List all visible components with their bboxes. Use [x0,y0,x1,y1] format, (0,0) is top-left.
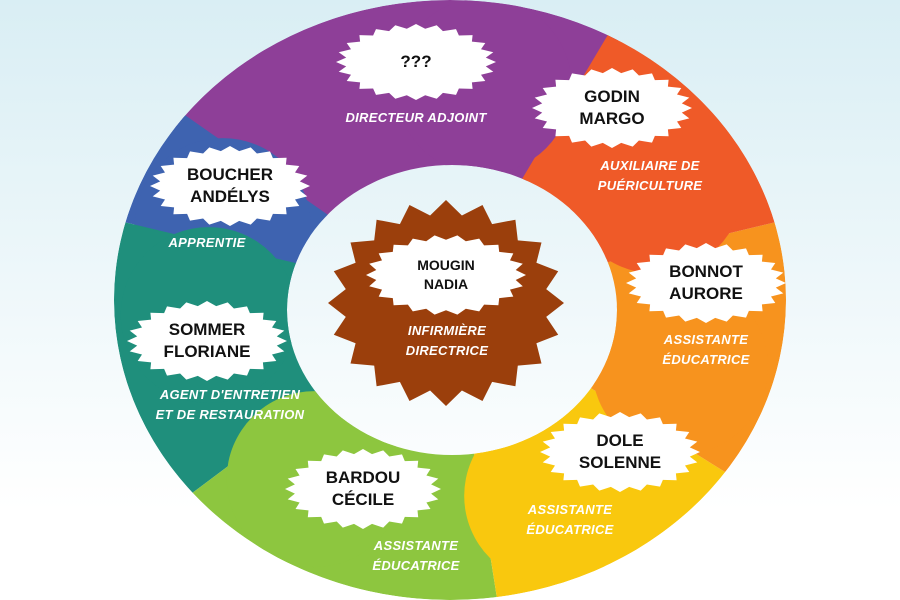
name-badge [150,146,310,226]
director-name-badge [366,235,526,315]
name-badge [336,24,496,100]
name-badge [626,243,786,323]
member-role: DIRECTEUR ADJOINT [345,110,487,125]
member-name: ??? [400,52,432,71]
name-badge [127,301,287,381]
segment-orange-cap [592,278,769,455]
name-badge [540,412,700,492]
name-badge [285,449,441,529]
name-badge [532,68,692,148]
member-role: APPRENTIE [168,235,246,250]
